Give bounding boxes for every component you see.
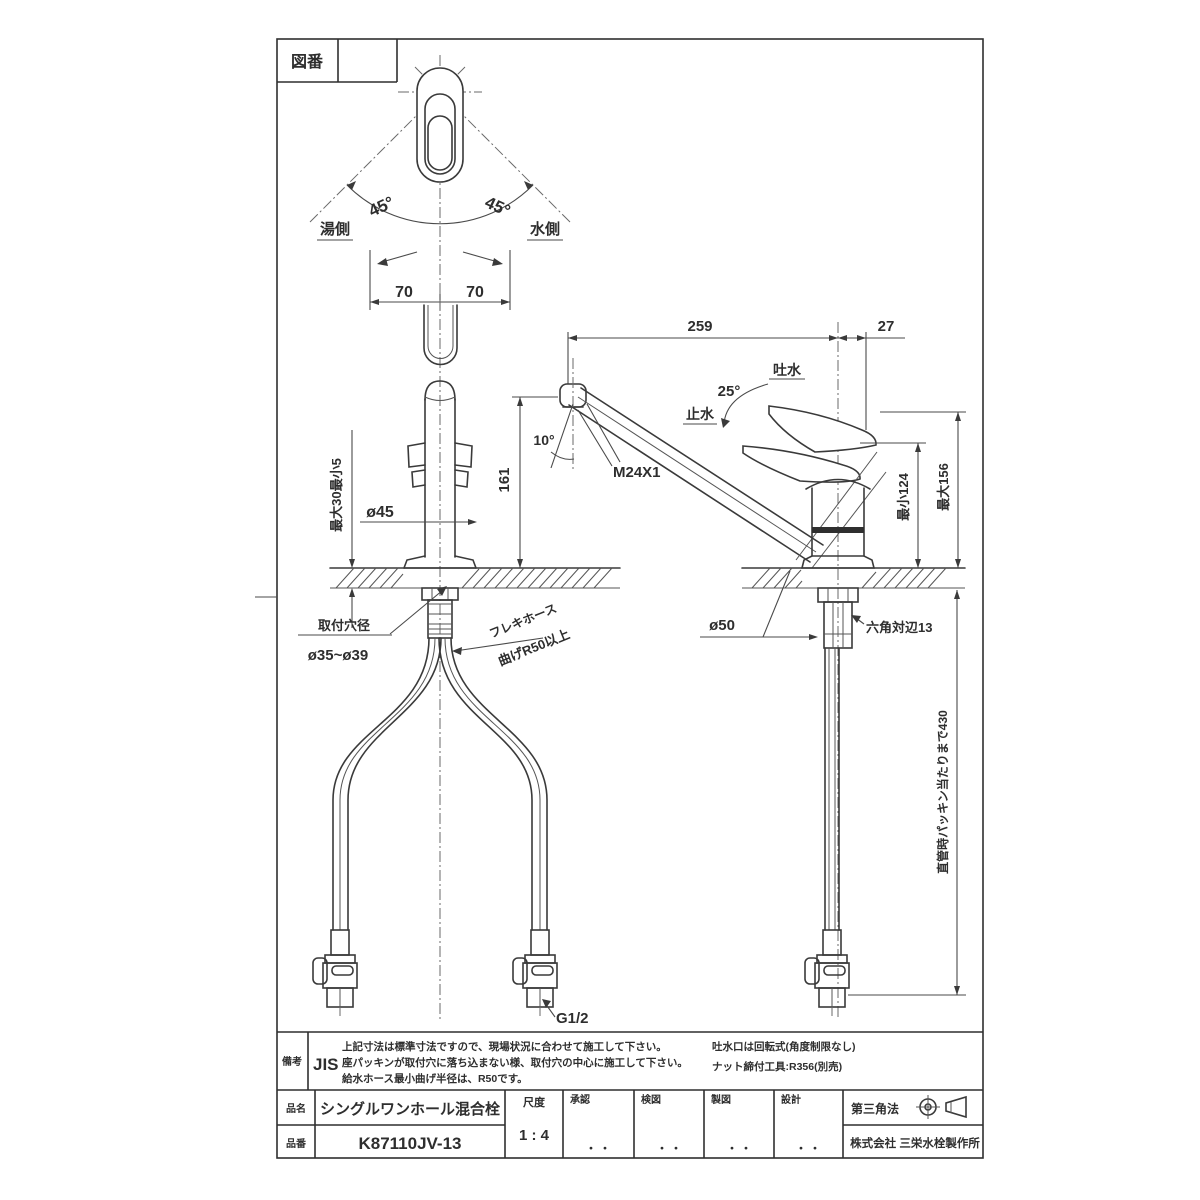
third-angle-symbol [916, 1095, 967, 1119]
hose-connector-left [312, 929, 358, 1016]
scale-label: 尺度 [523, 1095, 546, 1109]
spout-label: 吐水 [773, 362, 802, 378]
notes-row: 備考 JIS 上記寸法は標準寸法ですので、現場状況に合わせて施工して下さい。 座… [277, 1031, 983, 1090]
dim-handle-max: 最大156 [936, 463, 951, 511]
faucet-side-view: 259 27 10° M24X1 161 吐 [496, 318, 966, 1020]
lever-wing-right [454, 442, 473, 468]
drawing-no-box: 図番 [277, 39, 398, 83]
dim-counter-thickness: 最大30最小5 [329, 458, 344, 532]
mounting-shank-front [421, 587, 459, 639]
counter-hatch-front [335, 567, 613, 589]
angle-right: 45° [482, 193, 514, 221]
stamp-dots-draft: ・ ・ [726, 1143, 751, 1155]
flex-hoses [332, 637, 548, 931]
counter-hatch-side [751, 567, 947, 589]
drawing-border [276, 38, 984, 1159]
col-check: 検図 [641, 1093, 661, 1106]
stop-label: 止水 [686, 406, 715, 422]
remarks-label: 備考 [282, 1055, 302, 1068]
spout-tilt-angle: 10° [533, 432, 554, 448]
cold-side-label: 水側 [530, 220, 560, 238]
supply-pipe [824, 647, 840, 931]
name-label: 品名 [286, 1102, 306, 1115]
drawing-no-label: 図番 [291, 52, 324, 71]
col-design: 設計 [781, 1093, 801, 1106]
hose-connector-right [512, 929, 558, 1016]
title-block: 品名 シングルワンホール混合栓 品番 K87110JV-13 尺度 1 : 4 … [277, 1089, 983, 1158]
handle-angle: 25° [718, 383, 741, 400]
note-line-3: 給水ホース最小曲げ半径は、R50です。 [342, 1072, 528, 1085]
col-draft: 製図 [710, 1093, 731, 1106]
spout-thread: M24X1 [613, 464, 661, 481]
handle-lever-side [742, 405, 887, 569]
dim-spout-height: 161 [496, 467, 513, 492]
note-line-1: 上記寸法は標準寸法ですので、現場状況に合わせて施工して下さい。 [342, 1040, 667, 1053]
handle-outline [416, 67, 464, 183]
number-label: 品番 [286, 1137, 307, 1150]
dim-hose-length: 直管時パッキン当たりまで430 [935, 710, 950, 874]
swing-arc [346, 184, 534, 225]
hot-side-label: 湯側 [320, 220, 350, 238]
stamp-dots-approval: ・ ・ [585, 1143, 610, 1155]
standard-label: JIS [313, 1055, 339, 1074]
dim-base-dia: ø50 [709, 617, 735, 634]
dim-70-right: 70 [466, 284, 484, 301]
mounting-shank-side [817, 587, 859, 649]
angle-left: 45° [366, 193, 398, 221]
thread-size: G1/2 [556, 1010, 589, 1027]
mount-hole-label: 取付穴径 [318, 618, 370, 633]
note-right-1: 吐水口は回転式(角度制限なし) [712, 1040, 856, 1053]
spout-column [423, 304, 458, 366]
projection-label: 第三角法 [851, 1101, 899, 1116]
body-cap [424, 380, 456, 401]
product-number: K87110JV-13 [358, 1134, 461, 1153]
hex-label: 六角対辺13 [866, 620, 932, 635]
note-line-2: 座パッキンが取付穴に落ち込まない様、取付穴の中心に施工して下さい。 [341, 1056, 688, 1069]
product-name: シングルワンホール混合栓 [320, 1100, 500, 1118]
lever-wing-left [407, 442, 426, 468]
hose-connector-side [804, 929, 850, 1016]
spout-arm [559, 383, 824, 563]
col-approval: 承認 [570, 1093, 590, 1106]
note-right-2: ナット締付工具:R356(別売) [712, 1060, 842, 1073]
stamp-dots-design: ・ ・ [795, 1143, 820, 1155]
company-name: 株式会社 三栄水栓製作所 [850, 1136, 980, 1150]
dim-rear: 27 [878, 318, 895, 335]
scale-value: 1 : 4 [519, 1127, 550, 1144]
mount-hole-range: ø35~ø39 [308, 647, 368, 664]
dim-spout-reach: 259 [687, 318, 712, 335]
handle-top-view: 45° 45° 湯側 水側 70 70 [309, 55, 571, 310]
dim-body-dia: ø45 [366, 504, 394, 521]
stamp-dots-check: ・ ・ [656, 1143, 681, 1155]
dim-70-left: 70 [395, 284, 413, 301]
dim-handle-min: 最小124 [896, 472, 911, 520]
